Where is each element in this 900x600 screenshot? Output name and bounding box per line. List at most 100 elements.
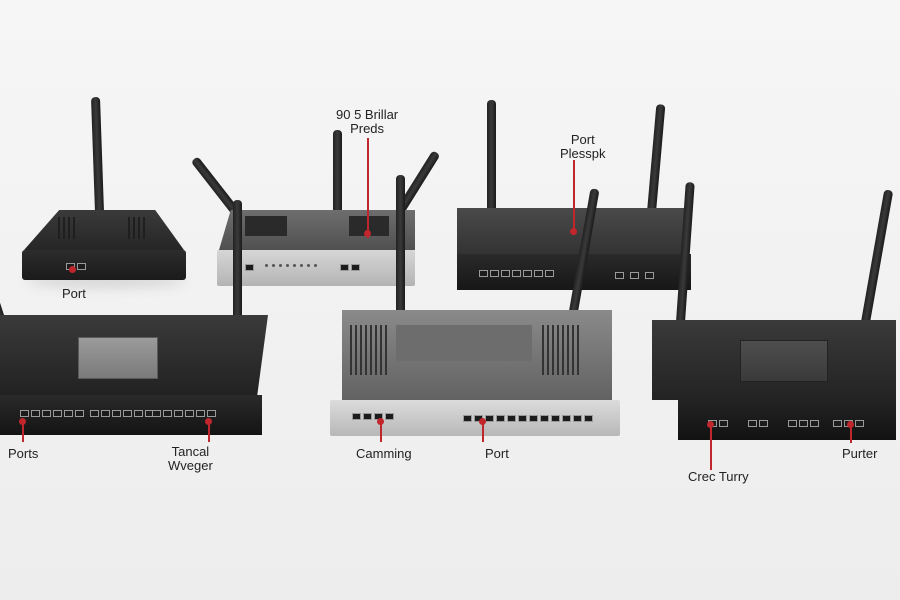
ethernet-port xyxy=(53,410,62,417)
callout-marker xyxy=(69,266,76,273)
callout-marker xyxy=(479,418,486,425)
ethernet-port xyxy=(799,420,808,427)
router-small-top-left xyxy=(18,95,188,290)
antenna xyxy=(396,175,405,315)
router-large-bottom-left xyxy=(0,200,272,445)
ethernet-port xyxy=(645,272,654,279)
ethernet-port xyxy=(385,413,394,420)
antenna xyxy=(860,189,894,329)
label-purter: Purter xyxy=(842,446,878,461)
callout-marker xyxy=(847,421,854,428)
ethernet-port xyxy=(174,410,183,417)
ethernet-port xyxy=(340,264,349,271)
port-group xyxy=(265,264,317,267)
callout-marker xyxy=(570,228,577,235)
ethernet-port xyxy=(77,263,86,270)
ethernet-port xyxy=(490,270,499,277)
router-front-panel xyxy=(22,250,186,280)
label-brillar-preds: 90 5 Brillar Preds xyxy=(336,107,399,136)
ethernet-port xyxy=(833,420,842,427)
ethernet-port xyxy=(748,420,757,427)
ethernet-port xyxy=(719,420,728,427)
callout-line xyxy=(573,160,575,235)
ethernet-port xyxy=(507,415,516,422)
callout-line xyxy=(22,422,24,442)
ethernet-port xyxy=(112,410,121,417)
callout-marker xyxy=(707,421,714,428)
ethernet-port xyxy=(351,264,360,271)
port-group xyxy=(615,272,654,279)
callout-marker xyxy=(377,418,384,425)
callout-line xyxy=(367,138,369,238)
ethernet-port xyxy=(245,264,254,271)
label-port-top-left: Port xyxy=(62,286,86,301)
callout-marker xyxy=(19,418,26,425)
ethernet-port xyxy=(759,420,768,427)
ethernet-port xyxy=(584,415,593,422)
antenna xyxy=(676,182,695,323)
router-top-logo-panel xyxy=(396,325,532,361)
antenna xyxy=(333,130,342,222)
ethernet-port xyxy=(463,415,472,422)
label-camming: Camming xyxy=(356,446,412,461)
ethernet-port xyxy=(512,270,521,277)
ethernet-port xyxy=(90,410,99,417)
port-group xyxy=(479,270,554,277)
ethernet-port xyxy=(518,415,527,422)
label-port-center: Port xyxy=(485,446,509,461)
antenna xyxy=(487,100,496,212)
port-group xyxy=(352,413,394,420)
callout-marker xyxy=(364,230,371,237)
ethernet-port xyxy=(573,415,582,422)
label-ports: Ports xyxy=(8,446,39,461)
label-port-plesspk: Port Plesspk xyxy=(560,132,606,161)
callout-line xyxy=(208,422,210,442)
ethernet-port xyxy=(615,272,624,279)
port-group xyxy=(90,410,154,417)
router-top-panel xyxy=(349,216,389,236)
router-top-panel xyxy=(245,216,287,236)
ethernet-port xyxy=(855,420,864,427)
ethernet-port xyxy=(152,410,161,417)
ethernet-port xyxy=(479,270,488,277)
label-tancal-wveger: Tancal Wveger xyxy=(168,444,213,473)
router-top-panel xyxy=(740,340,828,382)
ethernet-port xyxy=(101,410,110,417)
ethernet-port xyxy=(363,413,372,420)
ethernet-port xyxy=(496,415,505,422)
ethernet-port xyxy=(196,410,205,417)
router-top-panel xyxy=(78,337,158,379)
ethernet-port xyxy=(185,410,194,417)
antenna xyxy=(0,242,7,327)
callout-line xyxy=(482,422,484,442)
ethernet-port xyxy=(562,415,571,422)
port-group xyxy=(340,264,360,271)
ethernet-port xyxy=(630,272,639,279)
ethernet-port xyxy=(31,410,40,417)
ethernet-port xyxy=(75,410,84,417)
port-group xyxy=(748,420,768,427)
ethernet-port xyxy=(163,410,172,417)
port-group xyxy=(463,415,593,422)
port-group xyxy=(152,410,216,417)
callout-marker xyxy=(205,418,212,425)
port-group xyxy=(788,420,819,427)
ethernet-port xyxy=(352,413,361,420)
callout-line xyxy=(380,422,382,442)
ethernet-port xyxy=(810,420,819,427)
port-group xyxy=(20,410,84,417)
ethernet-port xyxy=(788,420,797,427)
ethernet-port xyxy=(207,410,216,417)
callout-line xyxy=(850,425,852,443)
router-silver-top-center xyxy=(190,130,441,290)
router-silver-bottom-center xyxy=(328,175,624,445)
ethernet-port xyxy=(529,415,538,422)
callout-line xyxy=(710,425,712,470)
ethernet-port xyxy=(523,270,532,277)
ethernet-port xyxy=(540,415,549,422)
antenna xyxy=(90,96,104,213)
ethernet-port xyxy=(134,410,143,417)
ethernet-port xyxy=(534,270,543,277)
router-dark-bottom-right xyxy=(648,180,898,470)
